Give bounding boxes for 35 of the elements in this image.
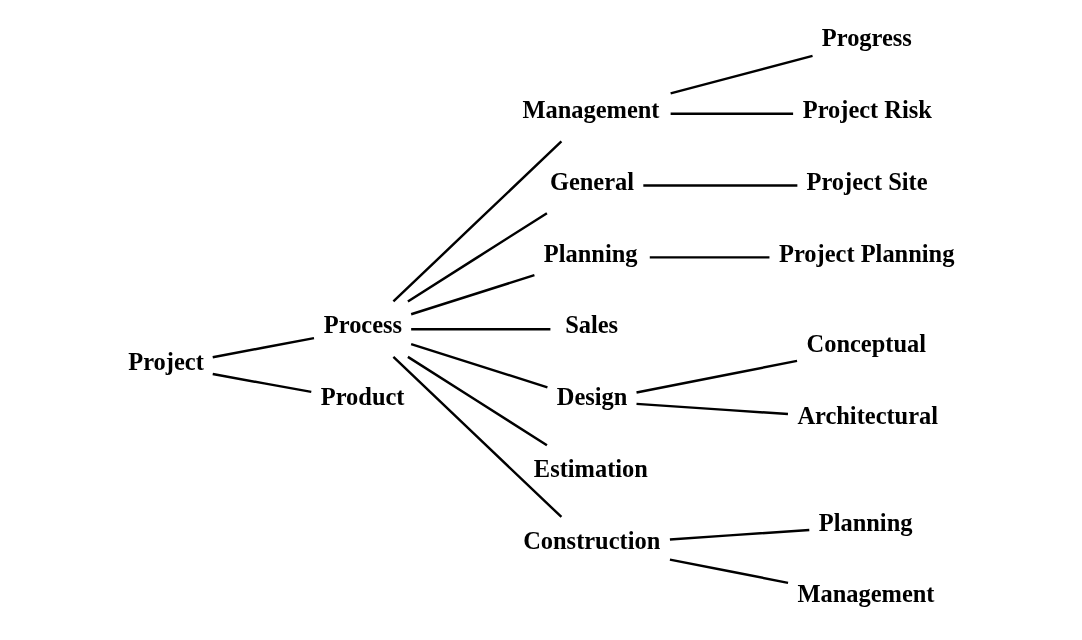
node-text: Management [521,96,659,124]
connector [669,54,813,95]
connector [212,372,311,394]
connector [406,212,548,303]
connector [669,528,809,541]
node-text: General [549,167,634,195]
connector [406,355,548,447]
node-text: Progress [821,24,912,52]
connector [635,359,797,394]
node-text: Construction [522,526,660,554]
node-text: Project Site [806,167,928,195]
connector [649,256,769,259]
node-text: Project Planning [778,239,954,267]
node-text: Estimation [533,455,648,483]
node-text: Product [320,383,404,411]
node-text: Planning [543,239,638,267]
node-text: Management [796,580,934,608]
node-text: Sales [564,311,618,339]
node-text: Planning [818,508,912,536]
node-text: Conceptual [806,329,926,357]
node-text: Design [556,383,627,411]
connector [410,327,550,331]
connector [669,558,788,585]
connector [410,342,548,389]
connector [392,356,562,518]
connector [212,336,314,359]
connector [410,274,535,316]
connector [670,112,793,115]
node-text: Process [323,311,402,339]
node-text: Architectural [796,401,938,429]
connector [642,184,797,187]
node-text: Project [127,348,204,376]
connector [635,402,788,416]
node-text: Project Risk [802,96,932,124]
connector [392,140,562,303]
